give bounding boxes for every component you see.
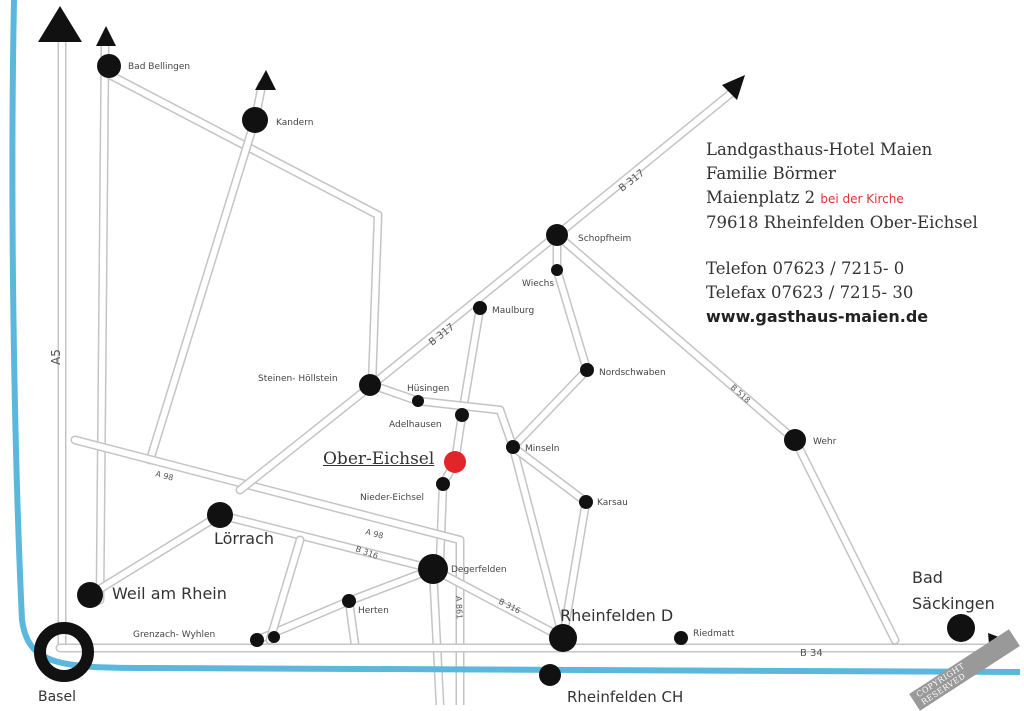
label-rheinfelden-ch: Rheinfelden CH — [567, 688, 683, 705]
label-rheinfelden-d: Rheinfelden D — [560, 606, 673, 625]
hotel-name: Landgasthaus-Hotel Maien — [706, 140, 933, 159]
label-minseln: Minseln — [525, 444, 559, 454]
hotel-family: Familie Börmer — [706, 164, 836, 183]
label-basel: Basel — [38, 689, 76, 705]
rhine-river — [9, 0, 1021, 675]
road-a5: A5 — [49, 349, 63, 365]
label-bad-bellingen: Bad Bellingen — [128, 62, 190, 72]
hotel-street-line: Maienplatz 2 bei der Kirche — [706, 186, 978, 211]
direction-arrows — [38, 6, 1015, 655]
hotel-fax: Telefax 07623 / 7215- 30 — [706, 283, 914, 302]
road-b316-a: B 316 — [354, 544, 379, 560]
road-a98-b: A 98 — [364, 527, 384, 540]
label-weil: Weil am Rhein — [112, 584, 227, 603]
hotel-website-link[interactable]: www.gasthaus-maien.de — [706, 307, 929, 326]
label-nordschwaben: Nordschwaben — [599, 368, 666, 378]
label-schopfheim: Schopfheim — [578, 234, 631, 244]
hotel-address-block: Landgasthaus-Hotel Maien Familie Börmer … — [706, 138, 978, 329]
arrow-bad-bellingen — [96, 26, 116, 46]
label-huesingen: Hüsingen — [407, 384, 449, 394]
label-adelhausen: Adelhausen — [389, 420, 442, 430]
label-wiechs: Wiechs — [522, 279, 554, 289]
label-riedmatt: Riedmatt — [693, 629, 735, 639]
label-steinen: Steinen- Höllstein — [258, 374, 338, 384]
label-herten: Herten — [358, 606, 389, 616]
label-bad: Bad — [912, 568, 943, 587]
hotel-city: 79618 Rheinfelden Ober-Eichsel — [706, 213, 978, 232]
hotel-street-note: bei der Kirche — [820, 192, 904, 206]
label-saeckingen: Säckingen — [912, 594, 995, 613]
arrow-kandern — [255, 70, 276, 90]
arrow-north-a5 — [38, 6, 82, 42]
road-b518: B 518 — [729, 383, 752, 405]
label-maulburg: Maulburg — [492, 306, 534, 316]
road-network — [55, 35, 1005, 705]
label-ober-eichsel: Ober-Eichsel — [323, 449, 435, 469]
label-kandern: Kandern — [276, 118, 313, 128]
road-a861: A 861 — [454, 596, 464, 620]
arrow-b317 — [722, 75, 745, 100]
road-b34: B 34 — [800, 648, 823, 659]
label-grenzach: Grenzach- Wyhlen — [133, 630, 215, 640]
road-a98-a: A 98 — [154, 469, 174, 482]
towns — [34, 54, 975, 686]
hotel-street: Maienplatz 2 — [706, 188, 816, 207]
label-degerfelden: Degerfelden — [451, 565, 507, 575]
label-loerrach: Lörrach — [214, 529, 274, 548]
label-karsau: Karsau — [597, 498, 628, 508]
hotel-phone: Telefon 07623 / 7215- 0 — [706, 259, 905, 278]
label-wehr: Wehr — [813, 437, 837, 447]
ober-eichsel-marker — [444, 451, 466, 473]
label-nieder-eichsel: Nieder-Eichsel — [360, 493, 424, 503]
